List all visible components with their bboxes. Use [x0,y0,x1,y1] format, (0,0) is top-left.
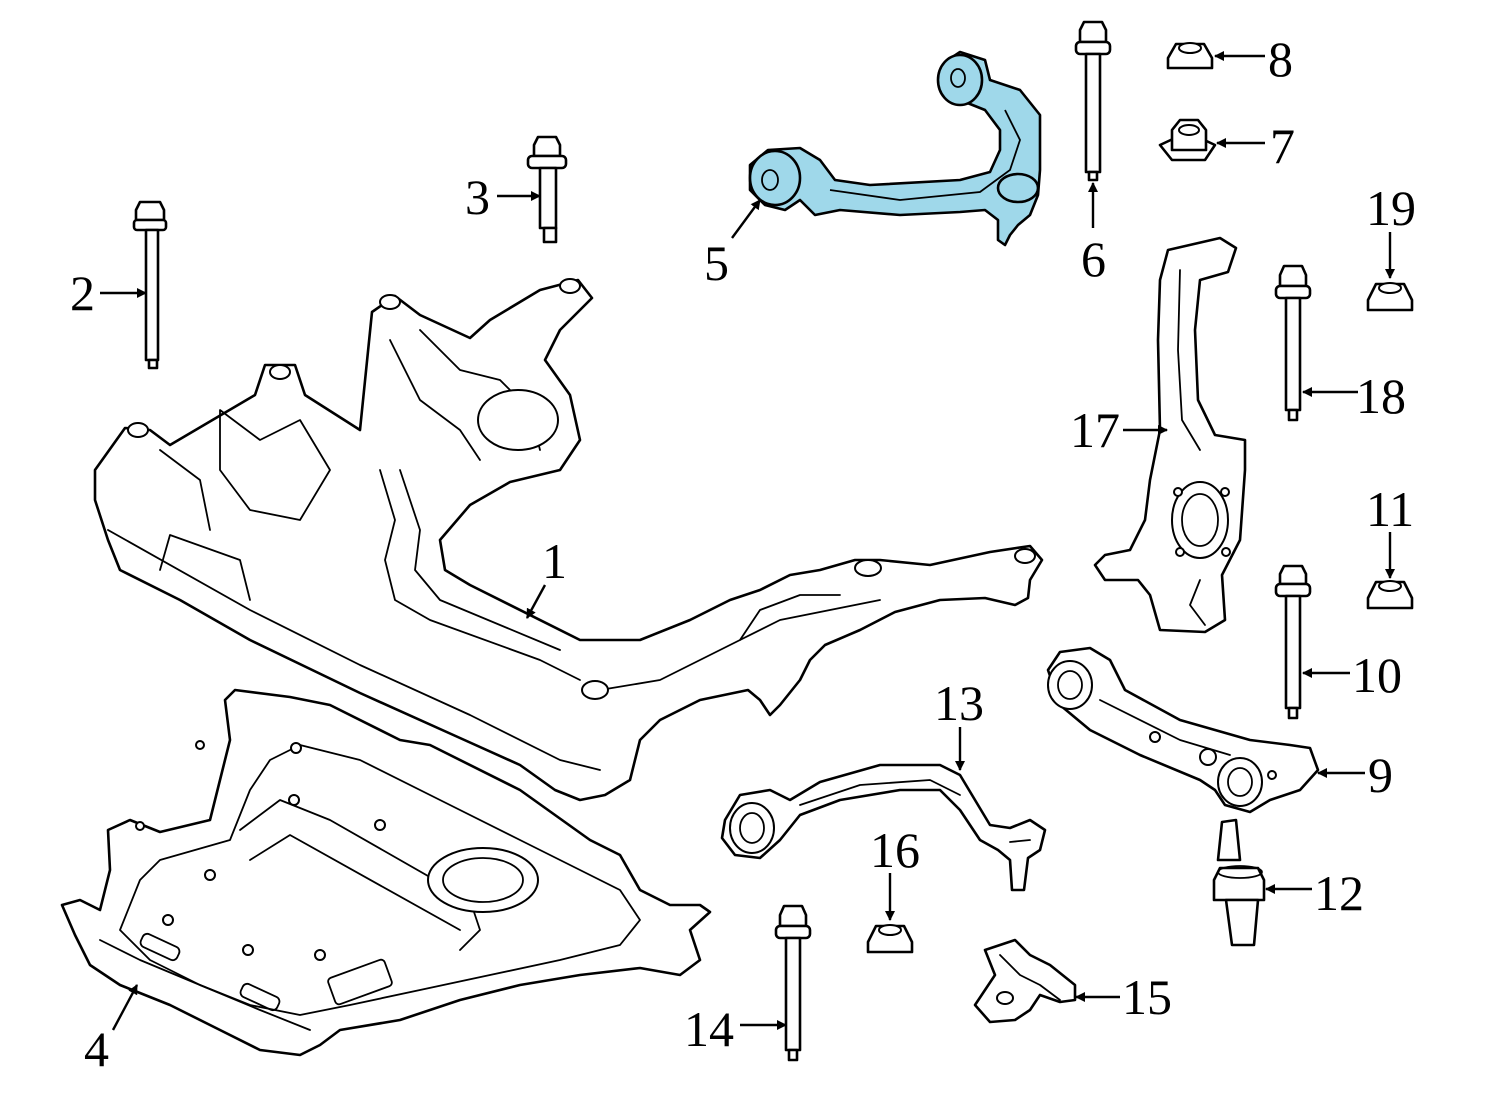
callout-3: 3 [465,169,490,225]
callout-1: 1 [542,533,567,589]
upper-control-arm-part[interactable] [748,50,1042,247]
callout-5: 5 [704,235,729,291]
subframe-part[interactable] [93,278,1044,802]
callout-15: 15 [1122,969,1172,1025]
lower-control-arm-part[interactable] [1046,646,1320,814]
callout-2: 2 [70,265,95,321]
steering-knuckle-part[interactable] [1093,236,1247,634]
bolt-part-14[interactable] [774,904,812,1062]
callout-16: 16 [870,822,920,878]
callout-18: 18 [1356,368,1406,424]
splash-shield-part[interactable] [60,688,712,1057]
bolt-part-18[interactable] [1274,264,1312,422]
bolt-part-10[interactable] [1274,564,1312,720]
nut-part-19[interactable] [1366,282,1414,312]
callout-8: 8 [1268,31,1293,87]
callout-19: 19 [1366,180,1416,236]
tension-strut-part[interactable] [720,763,1047,892]
callout-10: 10 [1352,647,1402,703]
callout-14: 14 [684,1001,734,1057]
bolt-part-3[interactable] [526,135,568,244]
callout-4: 4 [84,1021,109,1077]
callout-6: 6 [1081,231,1106,287]
bolt-part-2[interactable] [132,200,168,370]
nut-part-7[interactable] [1158,118,1217,162]
callout-11: 11 [1366,481,1414,537]
bolt-part-6[interactable] [1074,20,1112,182]
callout-7: 7 [1270,118,1295,174]
nut-part-11[interactable] [1366,580,1414,610]
callout-17: 17 [1070,402,1120,458]
bracket-part[interactable] [973,938,1077,1024]
nut-part-8[interactable] [1166,42,1214,70]
ball-joint-part[interactable] [1212,818,1266,947]
nut-part-16[interactable] [866,924,914,954]
callout-leaders [100,51,1395,1031]
callout-9: 9 [1368,747,1393,803]
callout-13: 13 [934,675,984,731]
callout-12: 12 [1314,865,1364,921]
callout-labels: 1 2 3 4 5 6 7 8 9 10 11 12 13 14 15 16 1… [70,31,1416,1077]
